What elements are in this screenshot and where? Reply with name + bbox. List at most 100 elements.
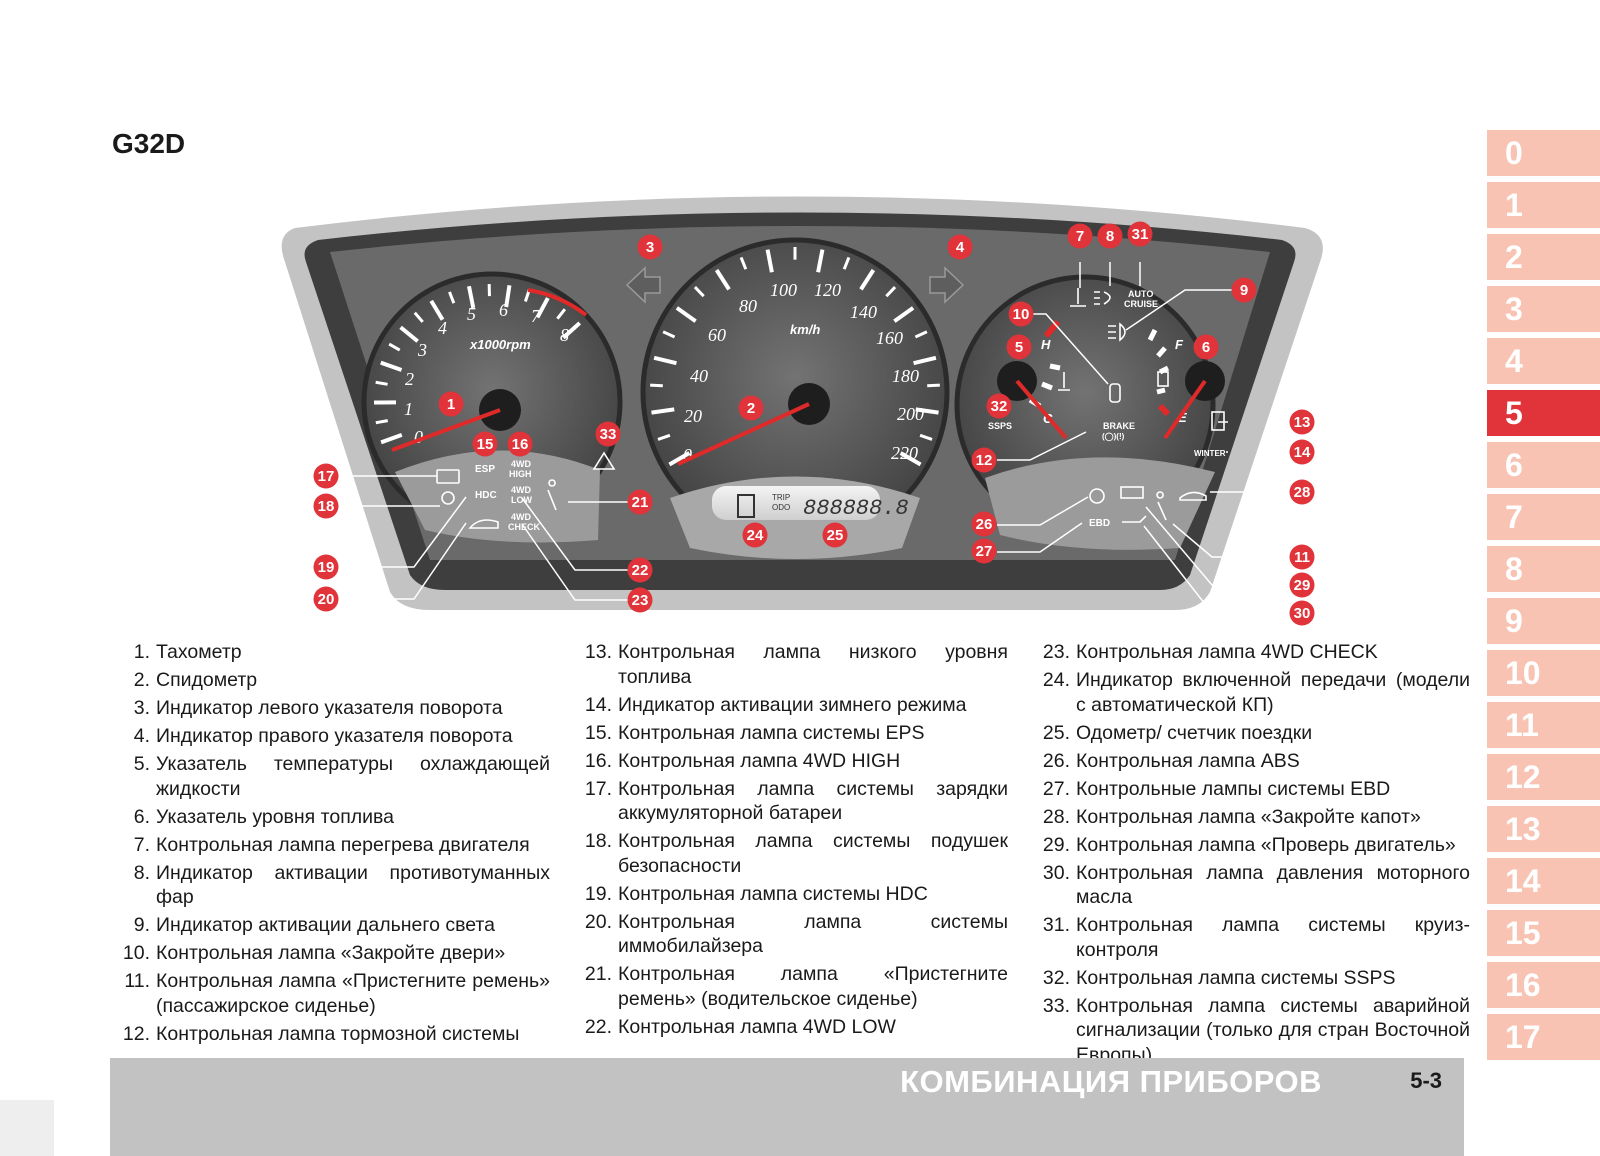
chapter-tab-14[interactable]: 14 xyxy=(1487,858,1600,904)
svg-text:21: 21 xyxy=(632,494,649,511)
svg-text:19: 19 xyxy=(318,559,335,576)
legend-item-number: 24. xyxy=(1042,669,1070,691)
callout-28: 28 xyxy=(1289,479,1315,505)
legend-item-number: 32. xyxy=(1042,966,1070,989)
right-turn-arrow-icon xyxy=(929,266,965,304)
legend-item-text: Индикатор активации противотуманных фар xyxy=(156,861,550,909)
svg-text:2: 2 xyxy=(747,400,755,417)
chapter-tab-10[interactable]: 10 xyxy=(1487,650,1600,696)
legend-item-number: 5. xyxy=(133,753,150,775)
chapter-tab-7[interactable]: 7 xyxy=(1487,494,1600,540)
legend-item: 12.Контрольная лампа тормозной системы xyxy=(112,1022,550,1047)
section-title: КОМБИНАЦИЯ ПРИБОРОВ xyxy=(900,1064,1322,1099)
tach-num-8: 8 xyxy=(560,325,569,345)
legend-item: 22.Контрольная лампа 4WD LOW xyxy=(570,1015,1008,1040)
fuel-e-label: E xyxy=(1178,410,1187,425)
legend-item-text: Спидометр xyxy=(156,669,258,691)
legend-item-number: 30. xyxy=(1042,861,1070,884)
chapter-tab-6[interactable]: 6 xyxy=(1487,442,1600,488)
chapter-tab-8[interactable]: 8 xyxy=(1487,546,1600,592)
legend-item: 4.Индикатор правого указателя поворота xyxy=(112,724,550,749)
legend-item: 5. Указатель температуры охлаждающей жидк… xyxy=(112,752,550,801)
svg-text:22: 22 xyxy=(632,562,649,579)
gauge-tick xyxy=(651,407,675,415)
gauge-tick xyxy=(927,383,940,388)
page-footer: КОМБИНАЦИЯ ПРИБОРОВ 5-3 xyxy=(110,1058,1464,1156)
legend-item: 33.Контрольная лампа системы аварийной с… xyxy=(1028,994,1470,1068)
ebd-label: EBD xyxy=(1089,518,1110,529)
legend-item-text: Контрольная лампа «Пристегните ремень» (… xyxy=(156,970,550,1017)
legend-item: 31.Контрольная лампа системы круиз-контр… xyxy=(1028,913,1470,962)
tach-num-6: 6 xyxy=(499,300,508,320)
legend-item: 32.Контрольная лампа системы SSPS xyxy=(1028,966,1470,991)
callout-25: 25 xyxy=(822,522,848,548)
legend-item: 13.Контрольная лампа низкого уровня топл… xyxy=(570,640,1008,689)
chapter-tab-3[interactable]: 3 xyxy=(1487,286,1600,332)
speed-num-40: 40 xyxy=(690,366,708,386)
gauge-tick xyxy=(885,286,897,298)
gauge-tick xyxy=(562,321,582,340)
chapter-tab-16[interactable]: 16 xyxy=(1487,962,1600,1008)
seatbelt-passenger-icon xyxy=(1156,491,1167,521)
airbag-icon xyxy=(441,491,455,505)
legend-item-number: 25. xyxy=(1042,721,1070,744)
svg-text:5: 5 xyxy=(1015,339,1023,356)
hazard-icon xyxy=(592,451,616,470)
legend-item-number: 15. xyxy=(584,721,612,744)
chapter-tab-12[interactable]: 12 xyxy=(1487,754,1600,800)
legend-item-text: Индикатор левого указателя поворота xyxy=(156,697,503,719)
legend-item-number: 23. xyxy=(1042,641,1070,663)
chapter-tab-5[interactable]: 5 xyxy=(1487,390,1600,436)
gauge-tick xyxy=(380,432,403,445)
ssps-label: SSPS xyxy=(988,421,1012,431)
chapter-tab-1[interactable]: 1 xyxy=(1487,182,1600,228)
gauge-tick xyxy=(693,286,705,298)
gauge-tick xyxy=(556,308,567,320)
svg-text:20: 20 xyxy=(318,591,335,608)
callout-33: 33 xyxy=(595,421,621,447)
legend-item-text: Контрольная лампа системы круиз-контроля xyxy=(1076,914,1470,961)
legend-item-text: Контрольная лампа системы EPS xyxy=(618,721,925,744)
fwd-high-label-1: 4WD xyxy=(511,459,532,469)
legend-item-number: 16. xyxy=(584,749,612,772)
fuel-f-label: F xyxy=(1175,337,1184,352)
svg-text:24: 24 xyxy=(747,527,764,544)
svg-text:6: 6 xyxy=(1202,339,1210,356)
legend-item: 8.Индикатор активации противотуманных фа… xyxy=(112,861,550,910)
fwd-check-label-1: 4WD xyxy=(511,512,532,522)
hood-icon xyxy=(1179,491,1207,501)
legend-item-text: Контрольная лампа низкого уровня топлива xyxy=(618,641,1008,688)
legend-item-number: 9. xyxy=(133,914,150,936)
oil-pressure-icon xyxy=(1122,515,1147,523)
callout-5: 5 xyxy=(1006,334,1032,360)
legend-item-text: Указатель температуры охлаждающей жидкос… xyxy=(156,753,550,800)
chapter-tab-15[interactable]: 15 xyxy=(1487,910,1600,956)
gauge-tick xyxy=(714,268,731,291)
chapter-tab-11[interactable]: 11 xyxy=(1487,702,1600,748)
chapter-tab-17[interactable]: 17 xyxy=(1487,1014,1600,1060)
chapter-tab-9[interactable]: 9 xyxy=(1487,598,1600,644)
legend-item: 7.Контрольная лампа перегрева двигателя xyxy=(112,833,550,858)
legend-item-number: 10. xyxy=(122,942,150,964)
legend-item-text: Контрольная лампа 4WD LOW xyxy=(618,1015,896,1038)
instrument-cluster: 0 1 2 3 4 5 6 7 8 x1000rpm 0 20 40 60 80… xyxy=(281,196,1323,626)
legend-item-text: Контрольная лампа системы аварийной сигн… xyxy=(1076,994,1470,1066)
chapter-tab-0[interactable]: 0 xyxy=(1487,130,1600,176)
speed-num-0: 0 xyxy=(683,445,692,465)
tach-unit: x1000rpm xyxy=(469,337,531,352)
chapter-tab-2[interactable]: 2 xyxy=(1487,234,1600,280)
legend-item: 29.Контрольная лампа «Проверь двигатель» xyxy=(1028,833,1470,858)
speed-num-220: 220 xyxy=(891,443,918,463)
odometer-digits: 888888.8 xyxy=(803,496,909,521)
legend-item: 9.Индикатор активации дальнего света xyxy=(112,913,550,938)
chapter-tab-13[interactable]: 13 xyxy=(1487,806,1600,852)
overheat-icon xyxy=(1070,288,1086,307)
chapter-tab-4[interactable]: 4 xyxy=(1487,338,1600,384)
tach-num-5: 5 xyxy=(467,304,476,324)
legend-item-number: 2. xyxy=(133,669,150,691)
legend-item-text: Указатель уровня топлива xyxy=(156,805,395,828)
svg-text:17: 17 xyxy=(318,468,335,485)
callout-30: 30 xyxy=(1289,600,1315,626)
legend-item-number: 18. xyxy=(584,830,612,852)
